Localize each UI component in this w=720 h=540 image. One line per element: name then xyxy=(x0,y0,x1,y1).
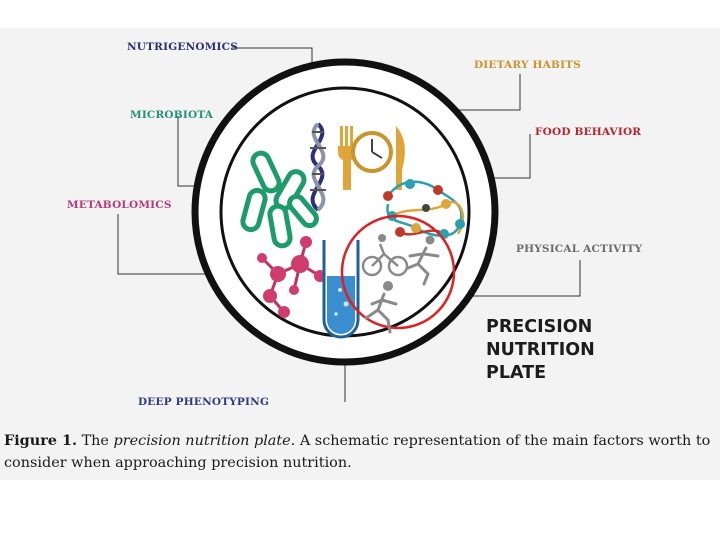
runner-icon xyxy=(406,235,440,286)
label-deep-phenotyping: DEEP PHENOTYPING xyxy=(138,396,270,408)
plate-outer-rim xyxy=(191,58,499,366)
plate-title-line-3: PLATE xyxy=(486,363,547,383)
caption-figure-label: Figure 1. xyxy=(4,432,77,449)
dna-helix-icon xyxy=(310,122,326,212)
caption-text: A schematic representation of the main f… xyxy=(4,433,711,471)
label-nutrigenomics: NUTRIGENOMICS xyxy=(127,41,238,53)
leader-line-metabolomics xyxy=(117,214,246,275)
test-tube-icon xyxy=(322,240,360,339)
label-food-behavior: FOOD BEHAVIOR xyxy=(535,126,642,138)
caption-title-italic: precision nutrition plate. xyxy=(113,433,296,449)
plate-title-line-2: NUTRITION xyxy=(486,340,595,360)
label-microbiota: MICROBIOTA xyxy=(130,109,214,121)
cyclist-icon xyxy=(361,234,409,277)
molecule-icon xyxy=(257,236,326,318)
figure-caption: Figure 1. The precision nutrition plate.… xyxy=(4,430,716,474)
walker-icon xyxy=(364,281,398,334)
label-metabolomics: METABOLOMICS xyxy=(67,199,172,211)
bacteria-icon xyxy=(240,150,319,249)
physical-activity-highlight-circle xyxy=(340,214,456,330)
plate-title: PRECISION NUTRITION PLATE xyxy=(486,316,595,385)
label-physical-activity: PHYSICAL ACTIVITY xyxy=(516,243,643,255)
knife-icon xyxy=(396,126,405,190)
leader-line-physical-activity xyxy=(458,260,581,297)
caption-title-lead: The xyxy=(81,433,109,449)
figure-panel: NUTRIGENOMICS DIETARY HABITS MICROBIOTA … xyxy=(0,28,720,480)
fork-icon xyxy=(338,126,356,190)
clock-icon xyxy=(351,131,393,173)
label-dietary-habits: DIETARY HABITS xyxy=(474,59,582,71)
diagram-svg xyxy=(117,47,581,402)
plate-title-line-1: PRECISION xyxy=(486,317,593,337)
